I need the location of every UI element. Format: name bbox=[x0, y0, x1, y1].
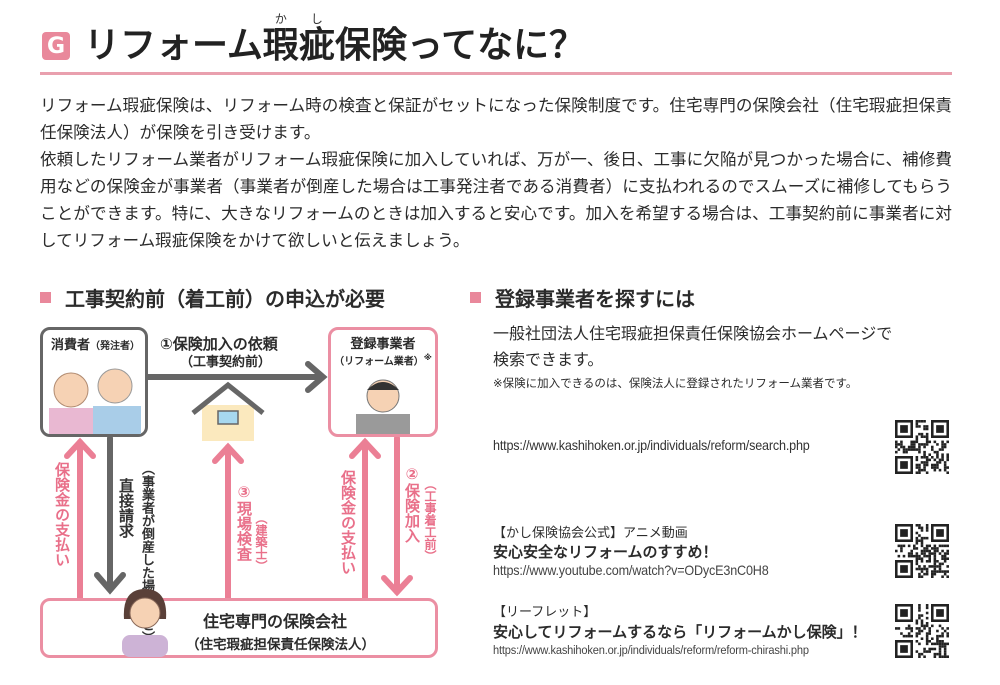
qr-code-icon[interactable] bbox=[895, 604, 949, 658]
heading-text: 登録事業者を探すには bbox=[495, 287, 695, 311]
insurer-box: 住宅専門の保険会社 （住宅瑕疵担保責任保険法人） bbox=[40, 598, 438, 658]
insurer-person-icon bbox=[122, 589, 168, 657]
contractor-box: 登録事業者 （リフォーム業者）※ bbox=[328, 327, 438, 437]
title-text: リフォーム bbox=[84, 25, 263, 66]
section-badge: G bbox=[42, 32, 70, 60]
title-ruby: 瑕疵かし bbox=[263, 12, 335, 68]
contractor-label: 登録事業者 bbox=[350, 337, 416, 352]
paragraph: リフォーム瑕疵保険は、リフォーム時の検査と保証がセットになった保険制度です。住宅… bbox=[40, 96, 952, 142]
video-url-link[interactable]: https://www.youtube.com/watch?v=ODycE3nC… bbox=[493, 562, 769, 578]
title-divider bbox=[40, 72, 952, 75]
contractor-sub: （リフォーム業者） bbox=[334, 356, 424, 368]
insurer-sub: （住宅瑕疵担保責任保険法人） bbox=[186, 637, 375, 653]
qr-code-icon[interactable] bbox=[895, 524, 949, 578]
page-title: G リフォーム瑕疵かし保険ってなに？ bbox=[42, 12, 585, 68]
step2-label: ②保険加入 bbox=[403, 465, 421, 543]
payment-left-label: 保険金の支払い bbox=[53, 462, 71, 567]
paragraph: 依頼したリフォーム業者がリフォーム瑕疵保険に加入していれば、万が一、後日、工事に… bbox=[40, 150, 952, 250]
step3-label: ③現場検査 bbox=[235, 483, 253, 561]
bullet-square-icon bbox=[470, 292, 481, 303]
insurer-label: 住宅専門の保険会社 bbox=[203, 612, 348, 631]
consumer-box: 消費者（発注者） bbox=[40, 327, 148, 437]
ruby-base: 瑕疵 bbox=[262, 25, 335, 66]
step1-sub: （工事契約前） bbox=[180, 355, 272, 370]
search-text: 一般社団法人住宅瑕疵担保責任保険協会ホームページで bbox=[493, 324, 893, 343]
leaflet-url-link[interactable]: https://www.kashihoken.or.jp/individuals… bbox=[493, 643, 809, 657]
leaflet-title: 安心してリフォームするなら「リフォームかし保険」！ bbox=[493, 623, 867, 641]
house-icon bbox=[191, 381, 265, 441]
step2-note: （工事着工前） bbox=[423, 478, 437, 562]
search-text: 検索できます。 bbox=[493, 350, 604, 369]
step3-note: （建築士） bbox=[254, 512, 268, 572]
consumer-label: 消費者 bbox=[51, 338, 91, 353]
video-title: 安心安全なリフォームのすすめ！ bbox=[493, 543, 718, 561]
consumer-couple-icon bbox=[49, 368, 141, 434]
left-heading: 工事契約前（着工前）の申込が必要 bbox=[40, 283, 385, 312]
qr-code-icon[interactable] bbox=[895, 420, 949, 474]
video-tag: 【かし保険協会公式】アニメ動画 bbox=[493, 526, 688, 541]
title-text: 保険ってなに？ bbox=[334, 25, 586, 66]
footnote-mark: ※ bbox=[423, 352, 432, 362]
step1-label: ①保険加入の依頼 bbox=[160, 335, 278, 353]
payment-right-label: 保険金の支払い bbox=[339, 470, 357, 575]
footnote: ※保険に加入できるのは、保険法人に登録されたリフォーム業者です。 bbox=[493, 376, 858, 390]
right-heading: 登録事業者を探すには bbox=[470, 283, 695, 312]
intro-text: リフォーム瑕疵保険は、リフォーム時の検査と保証がセットになった保険制度です。住宅… bbox=[40, 92, 952, 254]
consumer-sub: （発注者） bbox=[90, 341, 141, 352]
leaflet-tag: 【リーフレット】 bbox=[493, 605, 597, 620]
arrow-head bbox=[305, 361, 328, 393]
direct-claim-label: 直接請求 bbox=[117, 478, 135, 538]
contractor-person-icon bbox=[356, 379, 410, 434]
bullet-square-icon bbox=[40, 292, 51, 303]
heading-text: 工事契約前（着工前）の申込が必要 bbox=[65, 287, 385, 311]
arrow-head bbox=[94, 572, 126, 595]
ruby-text: かし bbox=[262, 12, 335, 26]
search-url-link[interactable]: https://www.kashihoken.or.jp/individuals… bbox=[493, 437, 810, 453]
